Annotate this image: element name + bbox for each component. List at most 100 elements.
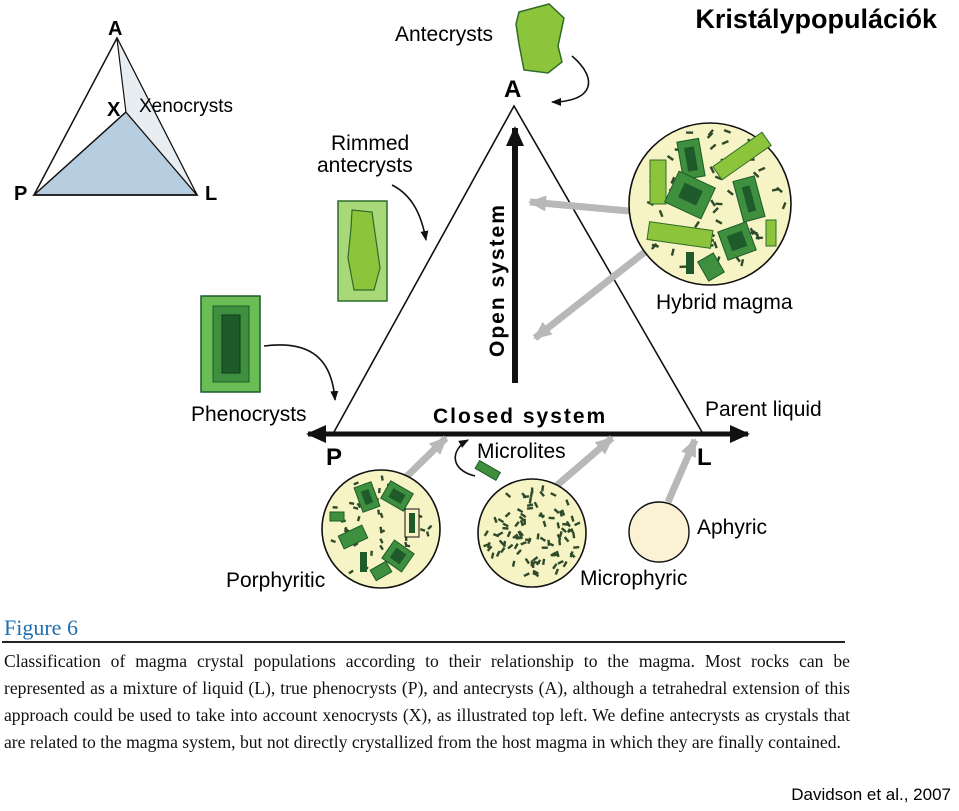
microlite-speck [493, 516, 498, 524]
microlite-speck [650, 242, 658, 250]
microlite-speck [379, 512, 384, 519]
microlite-speck [492, 532, 500, 538]
microlite-speck [548, 516, 555, 520]
vertex-a: A [504, 76, 521, 103]
rimmed-label-line1: Rimmed [331, 132, 409, 155]
microlite-speck [536, 533, 540, 540]
rimmed-pointer [391, 184, 429, 241]
microlite-speck [539, 490, 545, 497]
microlites-label: Microlites [477, 440, 566, 463]
aphyric-label: Aphyric [697, 516, 767, 539]
main-triangle: A P L Open system Closed system [306, 76, 750, 471]
microlite-speck [486, 545, 493, 552]
microlite-speck [541, 546, 548, 549]
porphyritic-crystals [329, 480, 420, 582]
phenocryst-crystal: Phenocrysts [191, 295, 339, 426]
microlite-pointer [454, 439, 476, 477]
microphyric-label: Microphyric [580, 567, 687, 590]
microlite-speck [776, 186, 783, 194]
microlite-speck [550, 551, 557, 557]
microlite-speck [573, 545, 580, 549]
arrow-aphyric-up [664, 438, 699, 504]
microlite-speck [715, 219, 723, 225]
parent-liquid-label: Parent liquid [705, 398, 822, 421]
microlite-speck [565, 520, 571, 528]
microlite-speck [542, 520, 547, 528]
microlite-speck [707, 129, 714, 137]
microlite-speck [377, 509, 381, 515]
microlite-speck [506, 530, 512, 538]
microlite-speck [533, 561, 541, 565]
microlite-speck [514, 520, 520, 528]
microlite-speck [502, 526, 509, 530]
microlite-speck [490, 552, 495, 559]
inset-xenocrysts-label: Xenocrysts [139, 96, 233, 117]
microlite-speck [563, 536, 570, 543]
microlite-speck [706, 132, 714, 139]
microlite-speck [550, 492, 557, 497]
microlite-speck [377, 487, 381, 494]
microlite-speck [380, 475, 384, 481]
porphyritic-label: Porphyritic [226, 569, 325, 592]
microlite-speck [379, 538, 384, 544]
microlite-speck [352, 506, 359, 510]
inset-tetrahedron: A X Xenocrysts P L [14, 18, 233, 205]
microlite-speck [713, 241, 718, 249]
microlite-speck [554, 568, 560, 576]
microlite-speck [686, 131, 694, 134]
phenocrysts-label: Phenocrysts [191, 403, 307, 426]
microlite-speck [495, 550, 501, 557]
microlite-speck [694, 220, 700, 229]
microlite-speck [530, 487, 534, 494]
microlite-speck [721, 140, 729, 145]
aphyric-circle: Aphyric [628, 501, 767, 563]
microlite-speck [498, 539, 505, 546]
microlite-speck [513, 543, 519, 550]
figure-caption: Classification of magma crystal populati… [4, 651, 850, 752]
microlite-speck [556, 522, 561, 529]
microlite-speck [533, 501, 539, 509]
arrow-hybrid-to-center [532, 245, 653, 341]
microlite-speck [710, 199, 716, 207]
microlite-texture [483, 485, 581, 578]
microlite-speck [353, 481, 359, 486]
microlite-speck [723, 129, 732, 134]
microlite-speck [781, 202, 787, 210]
microlite-speck [507, 543, 514, 550]
microlite-speck [427, 524, 433, 531]
hybrid-crystals [646, 131, 777, 282]
microlite-speck [522, 495, 530, 499]
rimmed-antecryst: Rimmed antecrysts [317, 132, 429, 302]
microlite-speck [330, 539, 336, 544]
citation: Davidson et al., 2007 [791, 785, 951, 804]
microlite-speck [503, 540, 507, 548]
microlite-speck [512, 533, 519, 540]
microlite-speck [533, 570, 540, 578]
triangle-edges [333, 104, 703, 433]
slide-title: Kristálypopulációk [695, 4, 937, 34]
microlite-speck [502, 522, 509, 528]
microlite-speck [520, 541, 527, 546]
open-system-label: Open system [486, 203, 509, 357]
microlite-speck [516, 549, 522, 556]
arrow-microphyric-up [552, 435, 615, 490]
microlite-speck [658, 209, 664, 218]
vertex-l: L [697, 444, 712, 471]
microlite-speck [670, 248, 675, 256]
microlite-speck [572, 532, 576, 539]
microlite-speck [516, 536, 523, 540]
inset-vertex-l: L [205, 183, 217, 205]
microlite-speck [497, 531, 504, 537]
microlite-speck [511, 560, 516, 567]
microlite-speck [565, 499, 570, 506]
microlite-speck [516, 508, 524, 514]
microlite-speck [483, 530, 489, 537]
microlite-speck [755, 236, 763, 240]
microlite-speck [555, 550, 560, 558]
figure-rule [2, 641, 845, 643]
microlite-speck [541, 485, 545, 492]
microlite-speck [552, 563, 558, 570]
closed-system-label: Closed system [433, 405, 607, 428]
vertex-p: P [326, 444, 342, 471]
